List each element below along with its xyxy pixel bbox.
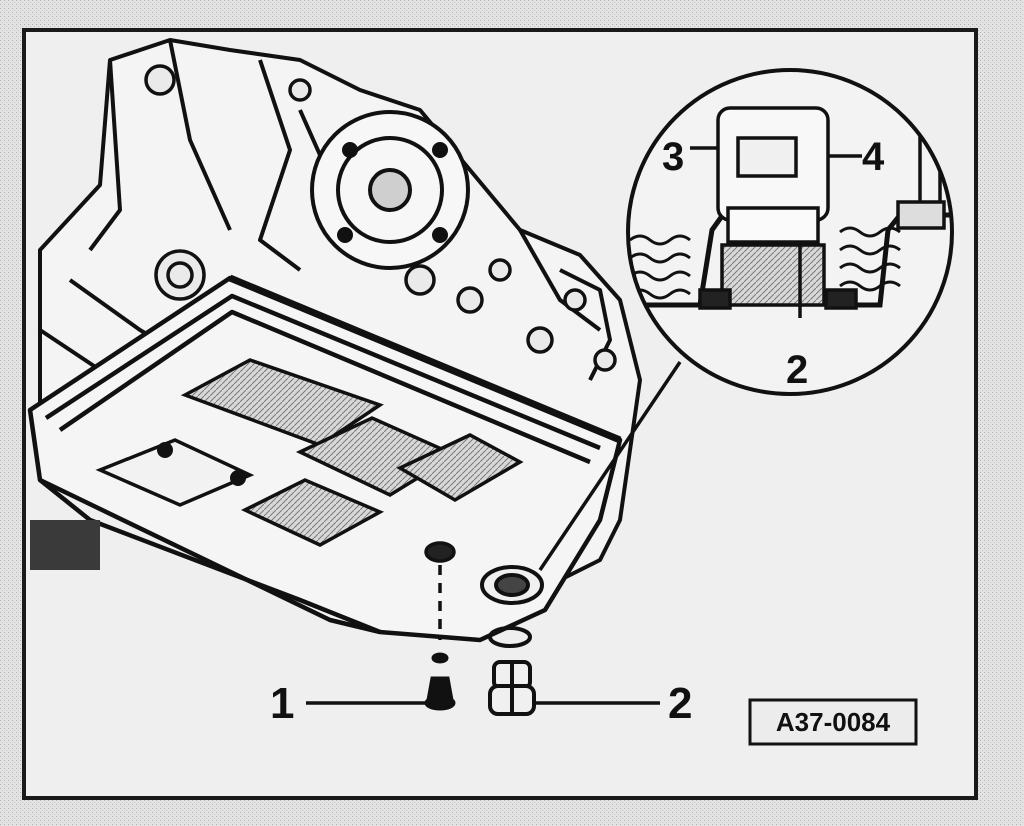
figure-ref-label: A37-0084: [776, 707, 891, 737]
leader-lines: [306, 361, 682, 705]
callout-4-inset: 4: [862, 135, 885, 179]
callout-3-inset: 3: [662, 135, 684, 179]
callout-2-overflow-tube: 2: [668, 679, 692, 728]
callout-2-inset: 2: [786, 348, 808, 392]
seal-ring: [488, 626, 532, 648]
drain-plug-boss: [424, 541, 456, 640]
housing-fittings: [144, 64, 617, 372]
pan-edge-shadow: [30, 520, 100, 570]
gear-flange: [310, 110, 470, 270]
overflow-tube-boss: [480, 565, 544, 605]
callout-1-drain-plug: 1: [270, 679, 294, 728]
figure-ref-box: [748, 698, 918, 746]
oil-level-waves: [629, 226, 901, 300]
pan-wall-section: [630, 214, 725, 308]
pan-stiffening-ribs: [95, 358, 524, 547]
overflow-tube-plug: [488, 660, 536, 716]
drain-plug: [424, 652, 456, 711]
inset-detail: [626, 68, 954, 396]
pan-flange-line: [228, 274, 622, 444]
pan-holes: [157, 442, 246, 486]
